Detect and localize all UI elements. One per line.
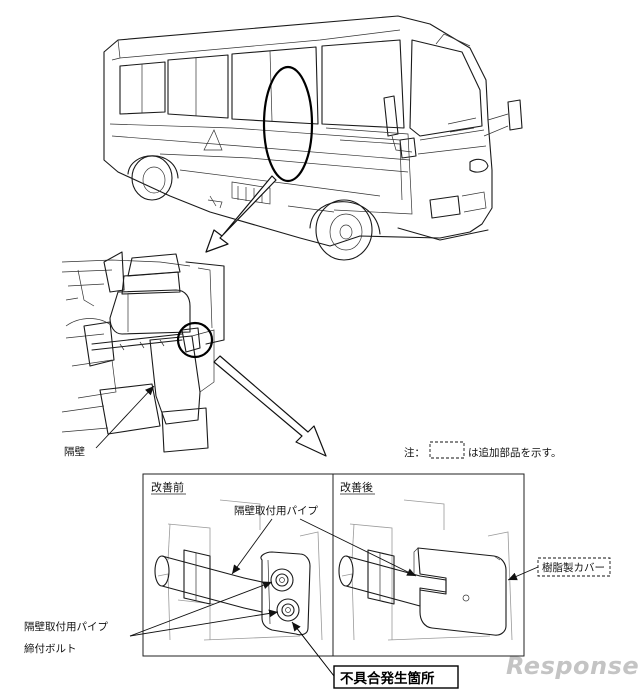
interior-illustration (61, 251, 225, 453)
bolt-highlight-lower (276, 598, 300, 622)
defect-leader (291, 621, 335, 677)
bolt-leader-upper (129, 581, 273, 637)
partition-label: 隔壁 (64, 445, 85, 458)
defect-label-box (333, 665, 459, 689)
cover-label: 樹脂製カバー (542, 561, 605, 574)
defect-label: 不具合発生箇所 (340, 670, 435, 687)
highlight-oval-bus (262, 65, 314, 183)
after-heading: 改善後 (340, 480, 373, 494)
watermark: Response. (506, 652, 640, 680)
bolt-label-line1: 隔壁取付用パイプ (24, 620, 108, 633)
note-prefix: 注： (404, 446, 425, 459)
pipe-leader-after (299, 518, 417, 577)
pointer-arrow-1 (205, 175, 277, 253)
partition-leader (95, 385, 155, 449)
bolt-highlight-upper (270, 568, 294, 592)
pipe-leader-before (231, 518, 273, 575)
cover-leader (507, 566, 539, 581)
before-detail-drawing (154, 499, 323, 641)
bolt-leader-lower (129, 609, 279, 637)
before-heading: 改善前 (151, 480, 184, 494)
note-text: は追加部品を示す。 (468, 446, 561, 459)
note-dashed-box (429, 441, 465, 459)
pipe-label: 隔壁取付用パイプ (234, 504, 318, 517)
bus-illustration (103, 15, 523, 261)
bolt-label-line2: 締付ボルト (24, 642, 77, 655)
highlight-circle-interior (176, 321, 214, 359)
after-detail-drawing (338, 499, 513, 641)
pointer-arrow-2 (213, 355, 327, 457)
